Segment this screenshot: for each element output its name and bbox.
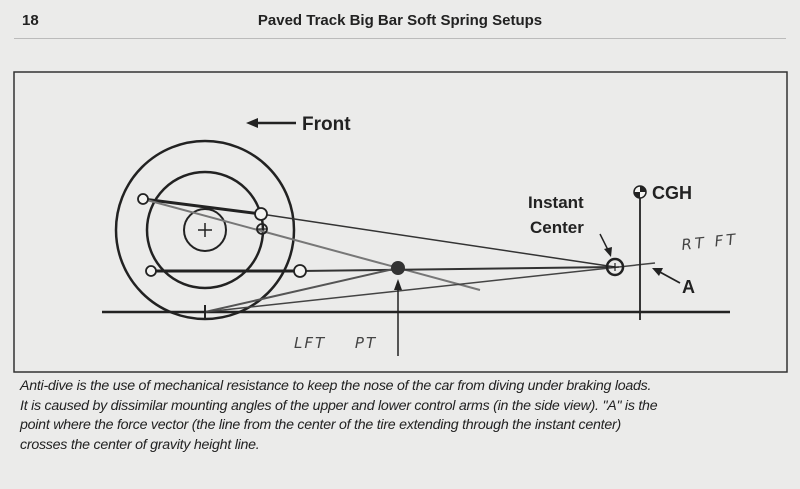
force-vector-line: [142, 198, 481, 291]
instant-label-line2: Center: [530, 218, 584, 237]
figure-frame: [13, 71, 788, 373]
upper-outer-pivot: [137, 193, 149, 205]
upper-arm-projection: [260, 213, 616, 268]
handwritten-rt-ft: RT FT: [681, 230, 740, 254]
hub-center-plus-icon: [198, 223, 212, 237]
contact-to-instant-center-line: [204, 262, 656, 313]
lft-pt-dot: [391, 261, 405, 275]
header-divider: [14, 38, 786, 39]
caption-line: point where the force vector (the line f…: [20, 417, 621, 433]
wheel-rim: [145, 170, 265, 290]
caption-line: Anti-dive is the use of mechanical resis…: [20, 378, 652, 394]
caption-line: It is caused by dissimilar mounting angl…: [20, 397, 658, 414]
figure-caption: Anti-dive is the use of mechanical resis…: [20, 377, 795, 455]
page-title: Paved Track Big Bar Soft Spring Setups: [257, 12, 543, 29]
instant-label-line1: Instant: [528, 193, 584, 212]
instant-center-icon: [605, 257, 625, 277]
handwritten-lft-pt: LFT PT: [294, 334, 377, 352]
page-number: 18: [22, 12, 39, 29]
point-a-arrow-icon: [652, 268, 681, 284]
tire-outer: [114, 139, 296, 321]
cgh-label: CGH: [652, 183, 692, 203]
instant-center-arrow-icon: [599, 233, 612, 257]
upward-arrow-icon: [394, 279, 402, 356]
caption-line: crosses the center of gravity height lin…: [20, 436, 260, 453]
wheel-hub: [183, 208, 227, 252]
lower-arm-projection: [299, 266, 616, 272]
cgh-symbol-fill: [634, 186, 646, 198]
point-a-label: A: [682, 277, 695, 297]
upper-inner-pivot: [254, 207, 268, 221]
front-arrow-icon: [246, 118, 296, 128]
instant-center-plus: [611, 263, 619, 271]
upper-arm: [142, 197, 262, 216]
contact-to-pivot-line: [204, 267, 399, 313]
lower-inner-pivot: [293, 264, 307, 278]
lower-outer-pivot: [145, 265, 157, 277]
front-label: Front: [302, 114, 351, 135]
